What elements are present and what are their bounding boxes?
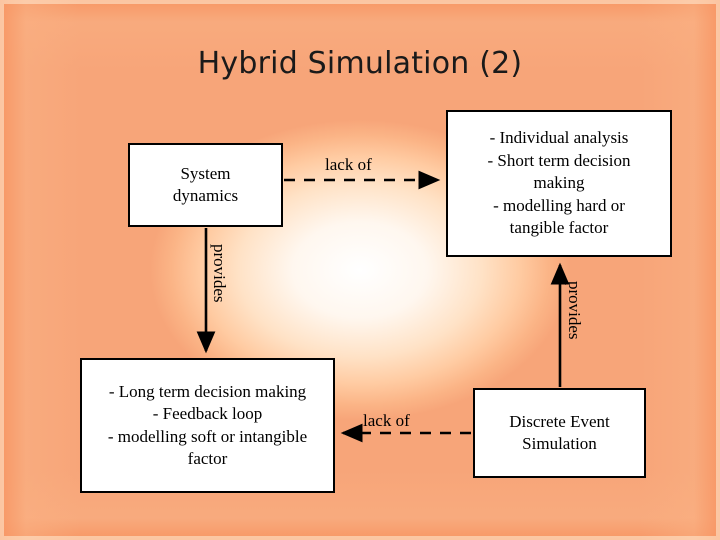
edge-label-provides-right: provides <box>565 281 584 340</box>
edge-label-lack-of-top: lack of <box>325 155 372 174</box>
edge-label-provides-left: provides <box>210 244 229 303</box>
edge-label-lack-of-bottom: lack of <box>363 411 410 430</box>
node-long-term-decision[interactable]: - Long term decision making - Feedback l… <box>80 358 335 493</box>
node-discrete-event-simulation[interactable]: Discrete Event Simulation <box>473 388 646 478</box>
node-individual-analysis[interactable]: - Individual analysis - Short term decis… <box>446 110 672 257</box>
page-title: Hybrid Simulation (2) <box>197 46 523 81</box>
node-system-dynamics[interactable]: System dynamics <box>128 143 283 227</box>
